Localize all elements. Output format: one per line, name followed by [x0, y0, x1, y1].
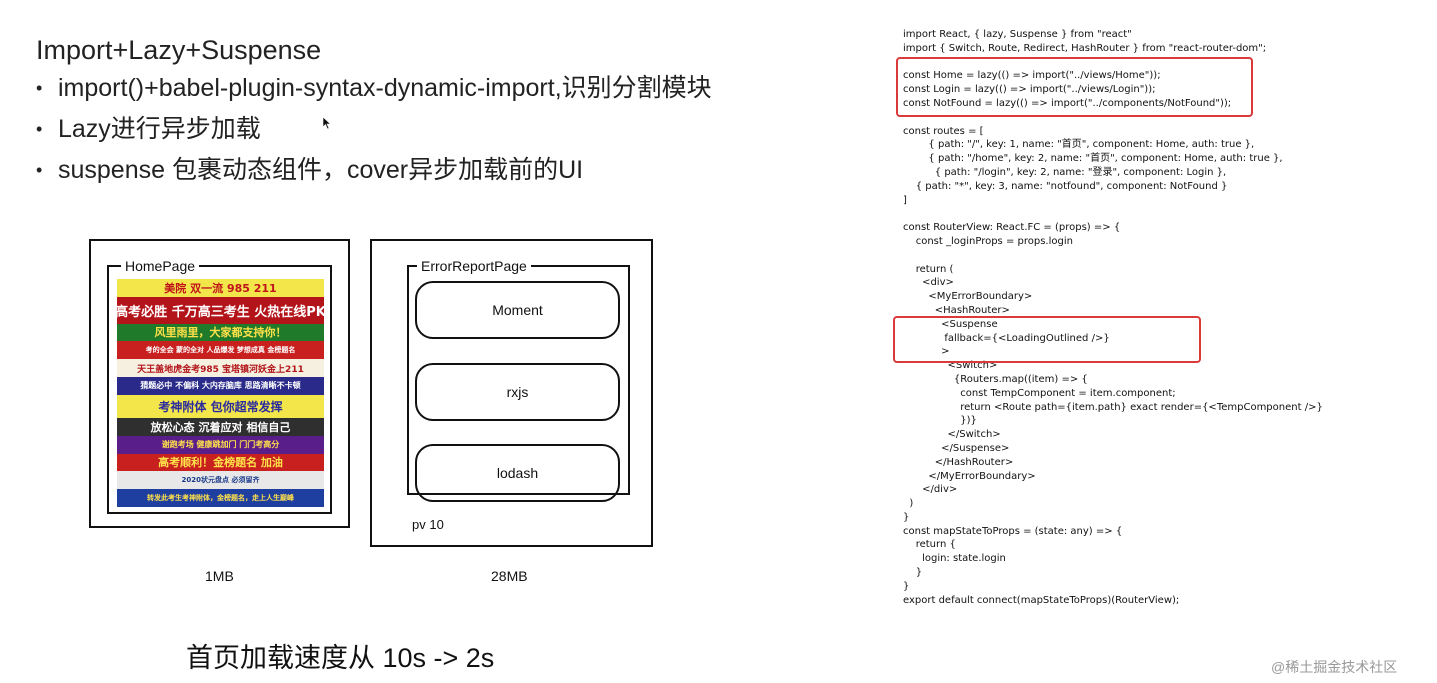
collage-line: 转发此考生考神附体，金榜题名，走上人生巅峰 — [117, 489, 324, 507]
bullet-dot: • — [36, 160, 43, 180]
collage-line: 高考必胜 千万高三考生 火热在线PK — [117, 296, 324, 324]
homepage-inner-frame: HomePage 美院 双一流 985 211 高考必胜 千万高三考生 火热在线… — [107, 258, 332, 514]
load-speed-caption: 首页加载速度从 10s -> 2s — [186, 643, 495, 673]
homepage-label: HomePage — [121, 258, 200, 274]
collage-line: 考的全会 蒙的全对 人品爆发 梦想成真 金榜题名 — [117, 341, 324, 360]
bullet-text: suspense 包裹动态组件，cover异步加载前的UI — [58, 156, 584, 184]
module-box-moment: Moment — [415, 281, 620, 339]
collage-line: 猜题必中 不偏科 大内存脑库 思路清晰不卡顿 — [117, 376, 324, 395]
collage-line: 高考顺利！金榜题名 加油 — [117, 453, 324, 472]
code-snippet: import React, { lazy, Suspense } from "r… — [903, 29, 1323, 606]
bullet-item: • Lazy进行异步加载 — [36, 114, 261, 144]
collage-line: 风里雨里，大家都支持你！ — [117, 323, 324, 342]
collage-line: 放松心态 沉着应对 相信自己 — [117, 417, 324, 436]
suspense-highlight — [893, 316, 1201, 363]
bullet-dot: • — [36, 119, 43, 139]
bullet-text: Lazy进行异步加载 — [58, 115, 261, 143]
homepage-collage-image: 美院 双一流 985 211 高考必胜 千万高三考生 火热在线PK 风里雨里，大… — [117, 279, 324, 507]
collage-line: 考神附体 包你超常发挥 — [117, 394, 324, 418]
pv-count: pv 10 — [412, 517, 444, 532]
mouse-pointer-icon — [322, 116, 332, 130]
collage-line: 谢跑考场 健康跳加门 门门考高分 — [117, 435, 324, 454]
watermark: @稀土掘金技术社区 — [1271, 659, 1398, 675]
bullet-text: import()+babel-plugin-syntax-dynamic-imp… — [58, 74, 712, 102]
bullet-dot: • — [36, 78, 43, 98]
lazy-import-highlight — [896, 57, 1253, 117]
bullet-item: • suspense 包裹动态组件，cover异步加载前的UI — [36, 155, 583, 185]
error-report-label: ErrorReportPage — [417, 258, 531, 274]
slide-title: Import+Lazy+Suspense — [36, 35, 322, 65]
collage-line: 天王盖地虎金考985 宝塔镇河妖金上211 — [117, 359, 324, 377]
collage-line: 美院 双一流 985 211 — [117, 279, 324, 297]
module-box-lodash: lodash — [415, 444, 620, 502]
error-report-frame: ErrorReportPage Moment rxjs lodash pv 10 — [370, 239, 653, 547]
module-box-rxjs: rxjs — [415, 363, 620, 421]
error-report-inner-frame: ErrorReportPage Moment rxjs lodash — [407, 258, 630, 502]
bullet-item: • import()+babel-plugin-syntax-dynamic-im… — [36, 73, 712, 103]
collage-line: 2020状元盘点 必须留齐 — [117, 471, 324, 490]
error-report-size-label: 28MB — [491, 568, 528, 584]
homepage-frame: HomePage 美院 双一流 985 211 高考必胜 千万高三考生 火热在线… — [89, 239, 350, 528]
homepage-size-label: 1MB — [205, 568, 234, 584]
